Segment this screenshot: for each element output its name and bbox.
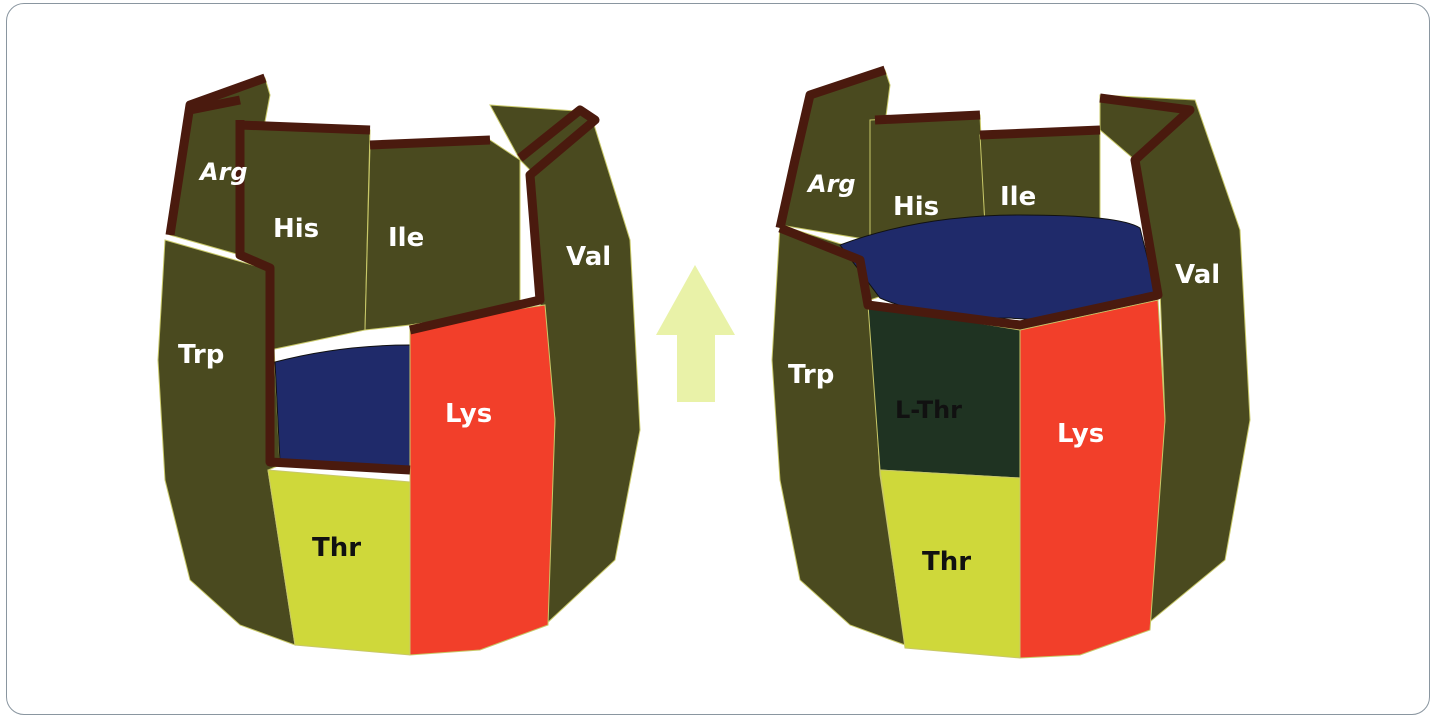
right-label-thr: Thr (922, 547, 971, 577)
left-label-lys: Lys (445, 399, 492, 429)
left-label-trp: Trp (178, 340, 224, 370)
right-label-arg: Arg (806, 170, 856, 198)
left-label-his: His (273, 214, 319, 244)
right-stave-lys (1020, 300, 1165, 658)
right-stave-l-thr (868, 305, 1020, 478)
up-arrow-icon (656, 265, 735, 402)
right-barrel (772, 70, 1250, 658)
left-label-val: Val (566, 242, 611, 272)
right-label-val: Val (1175, 260, 1220, 290)
left-label-ile: Ile (388, 223, 424, 253)
right-label-ile: Ile (1000, 182, 1036, 212)
right-stave-ile (980, 130, 1100, 225)
left-liquid (275, 345, 410, 470)
right-label-l-thr: L-Thr (895, 396, 962, 424)
left-label-arg: Arg (198, 158, 248, 186)
right-label-trp: Trp (788, 360, 834, 390)
right-label-lys: Lys (1057, 419, 1104, 449)
right-label-his: His (893, 192, 939, 222)
left-label-thr: Thr (312, 533, 361, 563)
left-stave-lys (410, 305, 555, 655)
